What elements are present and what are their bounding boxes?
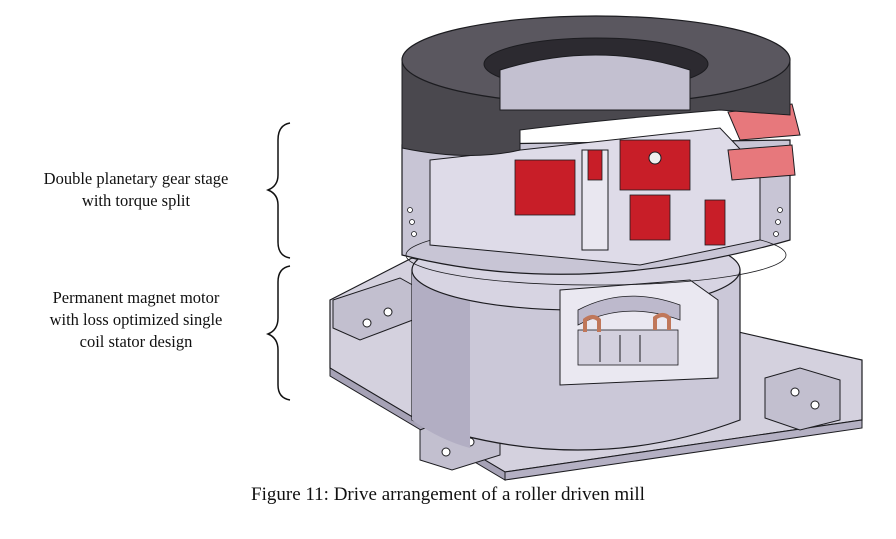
figure-caption: Figure 11: Drive arrangement of a roller…: [251, 484, 645, 505]
gear-stage-label-line: with torque split: [81, 191, 191, 210]
gear-cutaway: [429, 127, 761, 266]
motor-label-line: coil stator design: [79, 332, 193, 351]
mounting-bracket-left-back: [332, 277, 419, 341]
planet-gear-upper: [619, 139, 691, 191]
mounting-bracket-right: [764, 367, 841, 431]
sun-gear: [587, 149, 603, 181]
ring-gear-segment: [704, 199, 726, 246]
brace-gear-stage: [265, 122, 291, 259]
brace-motor: [265, 265, 291, 401]
motor-label: Permanent magnet motor with loss optimiz…: [10, 287, 262, 353]
stator-coil-left: [583, 315, 601, 332]
gear-stage-label: Double planetary gear stage with torque …: [10, 168, 262, 212]
motor-label-line: Permanent magnet motor: [52, 288, 220, 307]
motor-label-line: with loss optimized single: [49, 310, 223, 329]
motor-cutaway: [559, 279, 719, 386]
planet-gear-left: [514, 159, 576, 216]
stator-coil-right: [653, 313, 671, 330]
planet-gear-lower: [629, 194, 671, 241]
gear-stage-label-line: Double planetary gear stage: [43, 169, 229, 188]
top-ring: [401, 15, 791, 157]
